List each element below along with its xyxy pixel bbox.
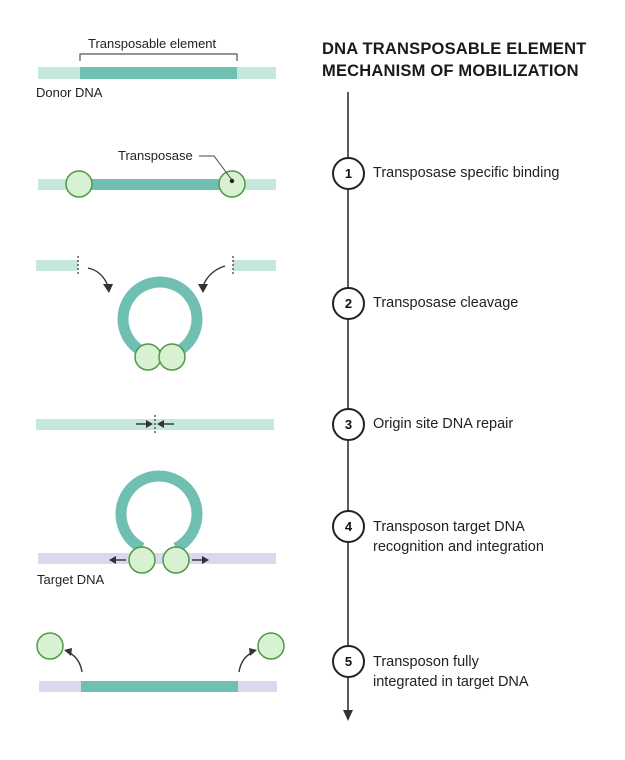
- curved-arrow-right-head: [198, 284, 208, 293]
- target-dna-strand: [38, 553, 276, 564]
- step-3-line: Origin site DNA repair: [373, 416, 514, 432]
- release-arrow-right-head: [249, 648, 257, 656]
- step-4-line: recognition and integration: [373, 539, 544, 555]
- step-1-number: 1: [332, 157, 365, 190]
- released-transposase-right: [257, 632, 285, 660]
- step-4-text: Transposon target DNA recognition and in…: [373, 517, 544, 557]
- step-1-text: Transposase specific binding: [373, 163, 559, 183]
- step-4-line: Transposon target DNA: [373, 519, 525, 535]
- step-1-line: Transposase specific binding: [373, 165, 560, 181]
- excised-transposon-loop: [117, 276, 203, 360]
- spread-arrow-right-head: [202, 556, 209, 564]
- donor-dna-right-end: [233, 260, 276, 271]
- step-2-text: Transposase cleavage: [373, 293, 518, 313]
- curved-arrow-right: [202, 265, 226, 287]
- step-4-number: 4: [332, 510, 365, 543]
- transposase-label: Transposase: [118, 148, 193, 163]
- title-line: MECHANISM OF MOBILIZATION: [322, 62, 579, 80]
- timeline-arrowhead: [343, 710, 353, 721]
- step-5-text: Transposon fully integrated in target DN…: [373, 652, 529, 692]
- step-5-number: 5: [332, 645, 365, 678]
- transposase-target-right: [162, 546, 190, 574]
- transposase-dimer-left: [134, 343, 162, 371]
- title-line: DNA TRANSPOSABLE ELEMENT: [322, 40, 587, 58]
- transposase-right: [218, 170, 246, 198]
- release-arrow-left-head: [64, 648, 72, 656]
- transposase-dimer-right: [158, 343, 186, 371]
- diagram-title: DNA TRANSPOSABLE ELEMENT MECHANISM OF MO…: [322, 38, 587, 82]
- integrated-transposon: [81, 681, 238, 692]
- release-arrow-right: [238, 652, 252, 673]
- transposon-segment: [80, 179, 237, 190]
- transposable-element-bracket: [79, 53, 238, 61]
- transposase-target-left: [128, 546, 156, 574]
- repair-arrow-right-head: [157, 420, 164, 428]
- donor-dna-left-end: [36, 260, 78, 271]
- curved-arrow-left: [87, 267, 109, 287]
- step-2-line: Transposase cleavage: [373, 295, 519, 311]
- target-dna-label: Target DNA: [37, 572, 105, 587]
- transposase-pointer-dot: [229, 178, 235, 184]
- donor-dna-label: Donor DNA: [36, 85, 103, 100]
- release-arrow-left: [69, 652, 83, 673]
- transposon-loop-on-target: [115, 470, 203, 553]
- transposase-pointer: [199, 155, 233, 181]
- spread-arrow-left-head: [109, 556, 116, 564]
- step-5-line: integrated in target DNA: [373, 674, 529, 690]
- step-3-text: Origin site DNA repair: [373, 414, 513, 434]
- step-5-line: Transposon fully: [373, 654, 479, 670]
- curved-arrow-left-head: [103, 284, 113, 293]
- transposase-left: [65, 170, 93, 198]
- step-3-number: 3: [332, 408, 365, 441]
- step-2-number: 2: [332, 287, 365, 320]
- released-transposase-left: [36, 632, 64, 660]
- repair-arrow-left-head: [146, 420, 153, 428]
- transposon-segment: [80, 67, 237, 79]
- transposable-element-label: Transposable element: [88, 36, 217, 51]
